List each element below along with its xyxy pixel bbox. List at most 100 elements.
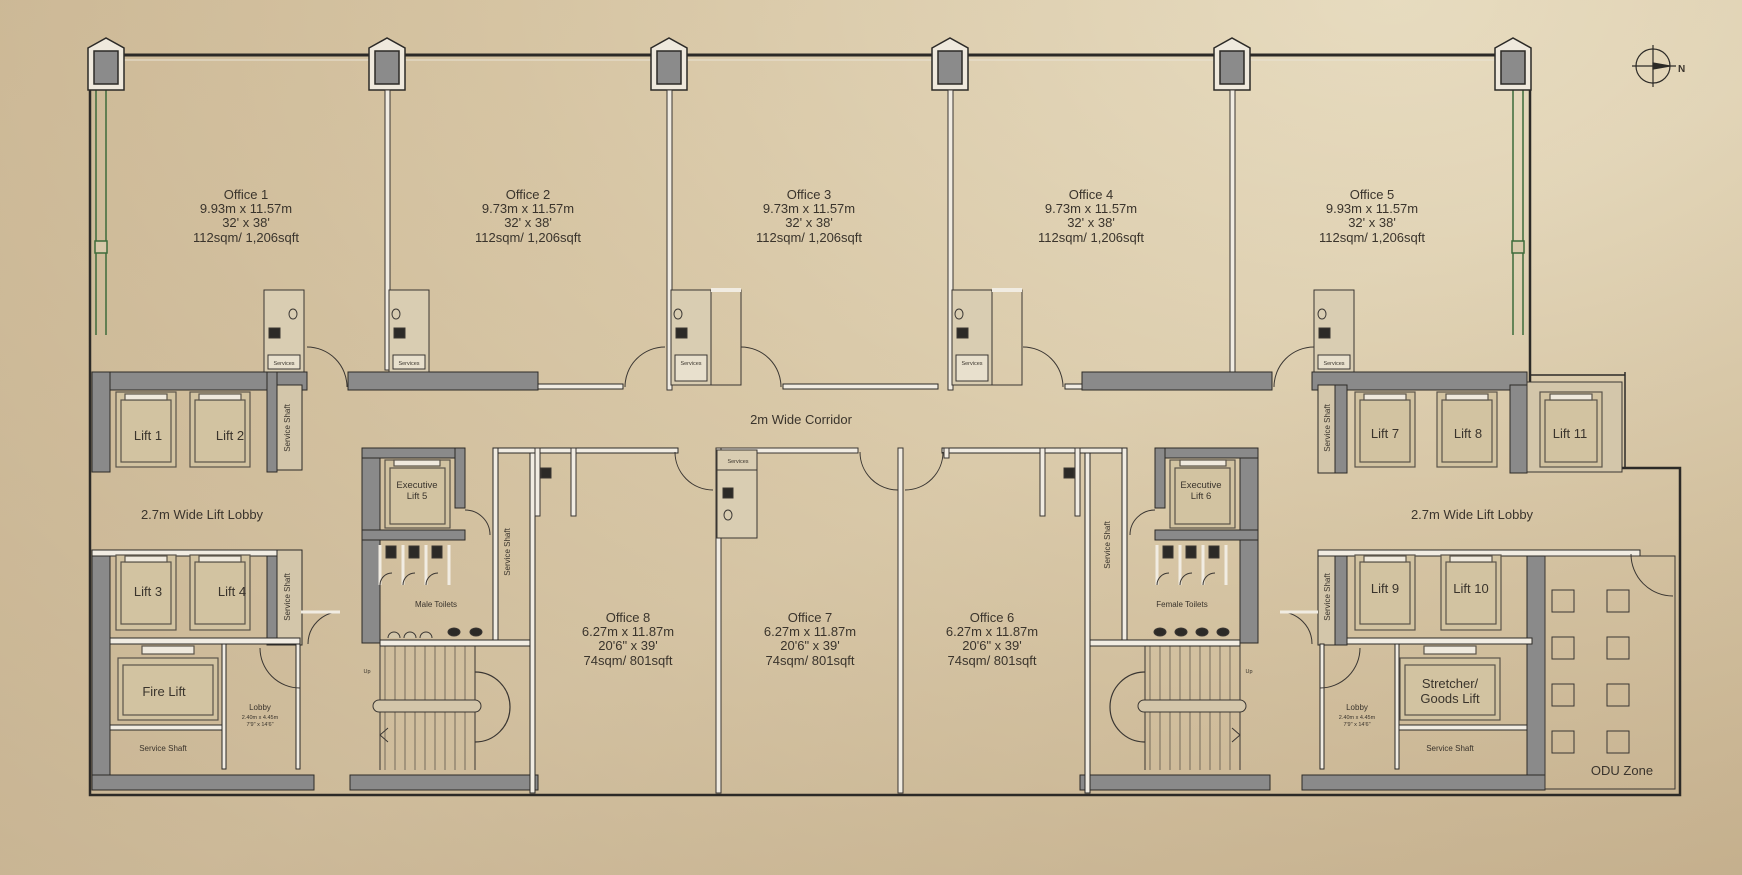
north-label: N: [1678, 64, 1685, 75]
office-imperial: 20'6" x 39': [780, 638, 839, 653]
stair-up-label: Up: [363, 669, 370, 675]
lift-labels: Lift 1 Lift 2 Lift 3 Lift 4 Fire Lift Li…: [134, 426, 1587, 706]
exec-lift-6-label-line1: Executive: [1180, 480, 1221, 491]
office-metric: 6.27m x 11.87m: [582, 624, 674, 639]
office-metric: 9.73m x 11.57m: [482, 201, 574, 216]
right-lift-cars: [1354, 391, 1603, 721]
lift-1-label: Lift 1: [134, 428, 162, 443]
female-toilets-label: Female Toilets: [1156, 600, 1207, 609]
female-toilet-cubicles: [1153, 545, 1230, 637]
office-7-label: Office 7 6.27m x 11.87m 20'6" x 39' 74sq…: [764, 610, 856, 668]
services-label: Services: [680, 361, 701, 367]
services-label: Services: [961, 361, 982, 367]
services-label: Services: [1323, 361, 1344, 367]
male-toilets-label: Male Toilets: [415, 600, 457, 609]
right-central-core: [941, 447, 1271, 794]
odu-zone-label: ODU Zone: [1591, 763, 1653, 778]
service-shaft-label: Service Shaft: [283, 403, 292, 451]
office-walls-bottom: [534, 447, 1081, 794]
office-imperial: 20'6" x 39': [962, 638, 1021, 653]
exec-lift-6-label-line2: Lift 6: [1191, 491, 1212, 502]
left-lift-core: [91, 371, 315, 791]
service-shaft-label: Service Shaft: [283, 572, 292, 620]
door-swings-top: [306, 346, 1315, 388]
office-4-label: Office 4 9.73m x 11.57m 32' x 38' 112sqm…: [1038, 187, 1144, 245]
office-metric: 9.93m x 11.57m: [200, 201, 292, 216]
office-metric: 9.73m x 11.57m: [1045, 201, 1137, 216]
office-area: 74sqm/ 801sqft: [584, 653, 673, 668]
lift-9-label: Lift 9: [1371, 581, 1399, 596]
office-area: 74sqm/ 801sqft: [766, 653, 855, 668]
office-6-label: Office 6 6.27m x 11.87m 20'6" x 39' 74sq…: [946, 610, 1038, 668]
toilet-labels: Male Toilets Female Toilets: [415, 600, 1208, 609]
right-lift-core: [1301, 371, 1641, 791]
office-area: 112sqm/ 1,206sqft: [1038, 230, 1144, 245]
office-imperial: 20'6" x 39': [598, 638, 657, 653]
office-8-label: Office 8 6.27m x 11.87m 20'6" x 39' 74sq…: [582, 610, 674, 668]
corridor-top-walls: [347, 371, 1273, 391]
office-name: Office 5: [1350, 187, 1395, 202]
bottom-service-fixtures: [268, 308, 1331, 521]
service-shaft-label: Service Shaft: [1323, 572, 1332, 620]
columns: [87, 37, 1532, 91]
exec-lift-5-label-line2: Lift 5: [407, 491, 428, 502]
stair-up-label: Up: [1245, 669, 1252, 675]
office-imperial: 32' x 38': [222, 215, 270, 230]
north-arrow: [1632, 45, 1676, 87]
office-metric: 6.27m x 11.87m: [946, 624, 1038, 639]
service-shaft-label: Service Shaft: [1323, 403, 1332, 451]
glazing: [94, 90, 1525, 335]
left-central-core: [349, 447, 679, 794]
service-shaft-label: Service Shaft: [503, 527, 512, 575]
lift-8-label: Lift 8: [1454, 426, 1482, 441]
office-2-label: Office 2 9.73m x 11.57m 32' x 38' 112sqm…: [475, 187, 581, 245]
goods-lift-label-line1: Stretcher/: [1422, 676, 1479, 691]
lift-4-label: Lift 4: [218, 584, 246, 599]
office-name: Office 1: [224, 187, 269, 202]
office-name: Office 4: [1069, 187, 1114, 202]
lobby-imperial: 7'9" x 14'6": [1343, 722, 1370, 728]
lift-lobby-right-label: 2.7m Wide Lift Lobby: [1411, 507, 1534, 522]
lift-3-label: Lift 3: [134, 584, 162, 599]
left-stair: [372, 646, 511, 770]
office-name: Office 7: [788, 610, 833, 625]
office-name: Office 6: [970, 610, 1015, 625]
odu-zone: [1544, 553, 1676, 790]
office-5-label: Office 5 9.93m x 11.57m 32' x 38' 112sqm…: [1319, 187, 1425, 245]
office-imperial: 32' x 38': [1067, 215, 1115, 230]
service-shaft-labels: Service Shaft Service Shaft Service Shaf…: [139, 403, 1474, 753]
office-3-label: Office 3 9.73m x 11.57m 32' x 38' 112sqm…: [756, 187, 862, 245]
left-lift-cars: [115, 391, 251, 721]
office-metric: 9.93m x 11.57m: [1326, 201, 1418, 216]
lift-11-label: Lift 11: [1553, 426, 1587, 441]
area-labels: 2m Wide Corridor 2.7m Wide Lift Lobby 2.…: [141, 412, 1653, 778]
services-label: Services: [727, 459, 748, 465]
lift-10-label: Lift 10: [1453, 581, 1488, 596]
services-labels: Services Services Services Services Serv…: [273, 361, 1344, 465]
office-1-label: Office 1 9.93m x 11.57m 32' x 38' 112sqm…: [193, 187, 299, 245]
office-metric: 6.27m x 11.87m: [764, 624, 856, 639]
exec-lift-5-car: [384, 459, 451, 529]
goods-lift-label-line2: Goods Lift: [1420, 691, 1480, 706]
office-area: 112sqm/ 1,206sqft: [475, 230, 581, 245]
office-area: 112sqm/ 1,206sqft: [1319, 230, 1425, 245]
office-labels-top: Office 1 9.93m x 11.57m 32' x 38' 112sqm…: [193, 187, 1425, 245]
right-stair: [1109, 646, 1247, 770]
door-swings-bottom: [259, 451, 1361, 689]
services-label: Services: [398, 361, 419, 367]
male-toilet-cubicles: [378, 545, 483, 639]
service-shaft-label: Service Shaft: [1103, 520, 1112, 568]
office-imperial: 32' x 38': [1348, 215, 1396, 230]
office-name: Office 3: [787, 187, 832, 202]
lobby-label: Lobby: [249, 703, 271, 712]
office-area: 74sqm/ 801sqft: [948, 653, 1037, 668]
office-metric: 9.73m x 11.57m: [763, 201, 855, 216]
exec-lift-6-car: [1169, 459, 1236, 529]
service-shaft-label: Service Shaft: [139, 744, 187, 753]
office-imperial: 32' x 38': [785, 215, 833, 230]
office-labels-bottom: Office 8 6.27m x 11.87m 20'6" x 39' 74sq…: [582, 610, 1038, 668]
lift-lobby-left-label: 2.7m Wide Lift Lobby: [141, 507, 264, 522]
lobby-label: Lobby: [1346, 703, 1368, 712]
office-name: Office 2: [506, 187, 551, 202]
